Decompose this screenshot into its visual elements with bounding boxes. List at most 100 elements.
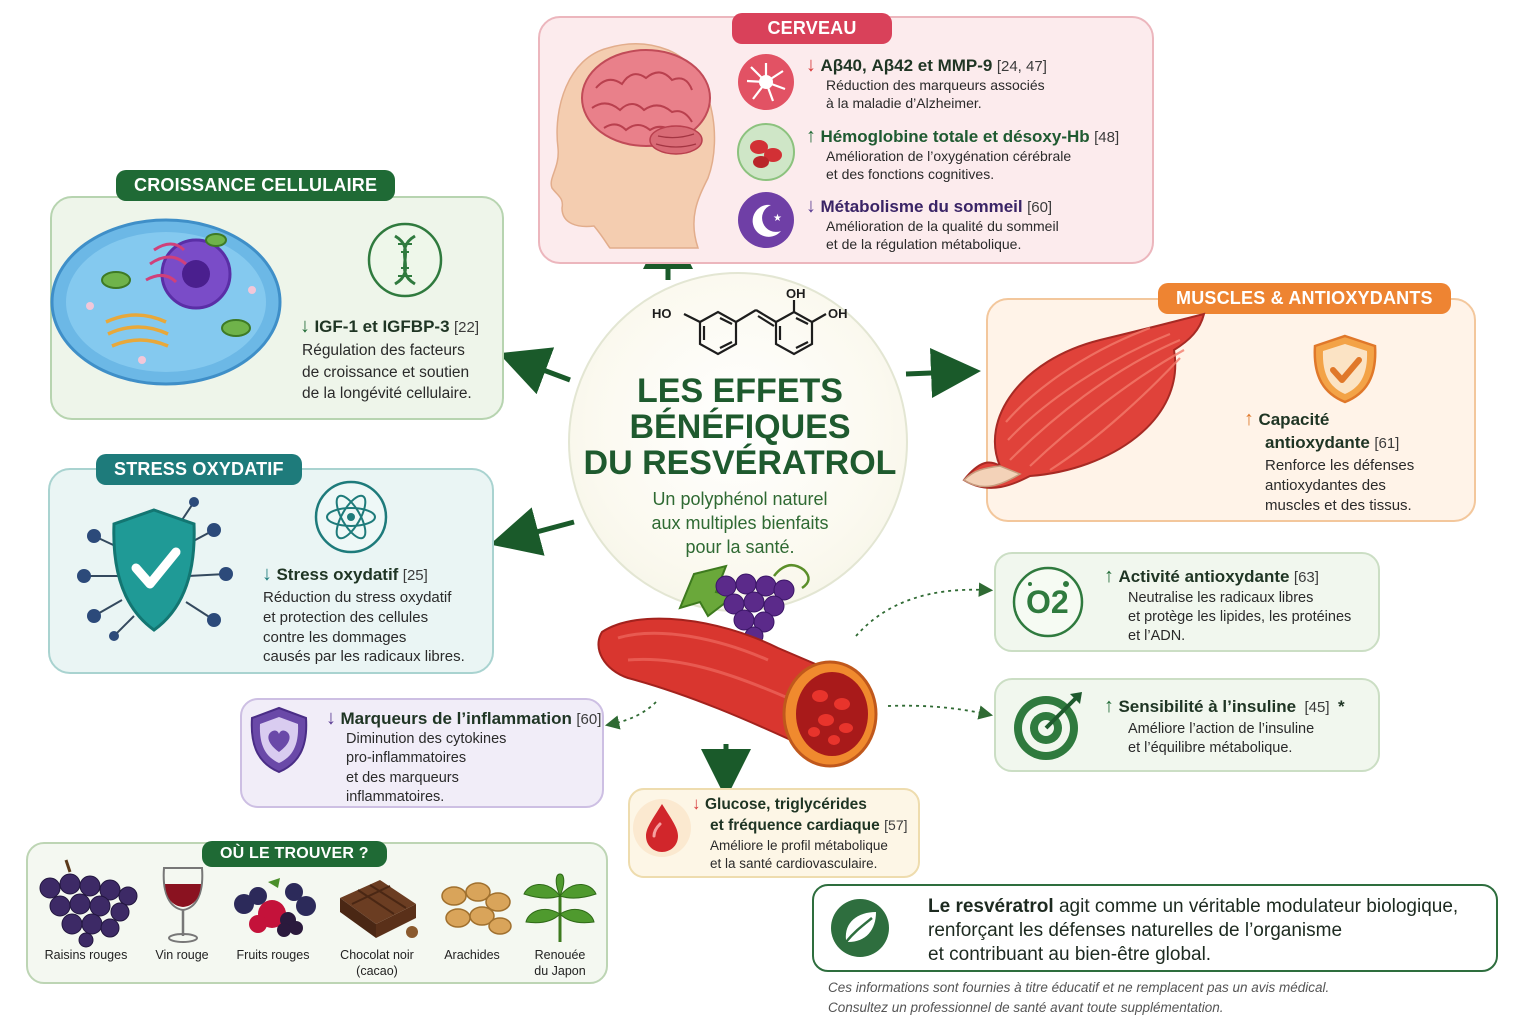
glucose-item-ref: [57] xyxy=(884,816,908,833)
summary-line-3: et contribuant au bien-être global. xyxy=(928,944,1212,966)
subtitle-line-3: pour la santé. xyxy=(685,537,795,557)
title-line-2: BÉNÉFIQUES xyxy=(629,408,851,446)
arrow-to-muscle xyxy=(905,348,981,398)
japanese-knotweed-icon xyxy=(523,873,597,942)
up-arrow-icon: ↑ xyxy=(1244,408,1254,430)
brain-item-1-desc: Réduction des marqueurs associés à la ma… xyxy=(826,77,1045,112)
food-label-knotweed: Renouée du Japon xyxy=(534,948,586,978)
antiox-item-desc: Neutralise les radicaux libres et protèg… xyxy=(1128,590,1352,644)
brain-tag: CERVEAU xyxy=(732,13,892,44)
chocolate-icon xyxy=(340,880,418,938)
chem-label-oh-top: OH xyxy=(786,286,806,301)
antiox-item: ↑ Activité antioxydante [63] xyxy=(1104,564,1319,588)
down-arrow-icon: ↓ xyxy=(692,794,701,813)
muscle-item-ref: [61] xyxy=(1374,435,1400,452)
shield-molecules-illustration xyxy=(77,497,233,641)
inflam-item-title: Marqueurs de l’inflammation xyxy=(340,709,572,728)
brain-item-1-title: Aβ40, Aβ42 et MMP-9 xyxy=(820,56,993,75)
inflam-item-ref: [60] xyxy=(576,711,602,728)
disclaimer-line-2: Consultez un professionnel de santé avan… xyxy=(828,999,1224,1015)
svg-text:★: ★ xyxy=(773,213,782,224)
insulin-item-desc: Améliore l’action de l’insuline et l’équ… xyxy=(1128,721,1315,756)
dotted-arrow-insulin xyxy=(887,704,994,720)
moon-icon: ★ xyxy=(738,192,794,248)
peanuts-icon xyxy=(441,882,512,935)
brain-item-3-ref: [60] xyxy=(1027,199,1053,216)
oxidative-stress-tag: STRESS OXYDATIF xyxy=(96,454,302,485)
growth-item: ↓ IGF-1 et IGFBP-3 [22] xyxy=(300,314,479,338)
down-arrow-icon: ↓ xyxy=(326,707,336,729)
brain-item-2-desc: Amélioration de l’oxygénation cérébrale … xyxy=(826,148,1072,183)
berries-icon xyxy=(234,878,316,937)
oxid-item-title: Stress oxydatif xyxy=(276,565,399,584)
up-arrow-icon: ↑ xyxy=(1104,565,1114,587)
up-arrow-icon: ↑ xyxy=(1104,695,1114,717)
brain-item-3: ↓ Métabolisme du sommeil [60] xyxy=(806,194,1052,218)
o2-icon-label: O2 xyxy=(1026,584,1069,620)
muscle-item-desc: Renforce les défenses antioxydantes des … xyxy=(1265,457,1415,514)
arrow-to-oxid xyxy=(489,507,575,556)
brain-item-1-ref: [24, 47] xyxy=(996,58,1047,75)
insulin-item-ref: [45] xyxy=(1304,699,1330,716)
glucose-item-desc: Améliore le profil métabolique et la san… xyxy=(710,838,888,871)
glucose-item-title-1: Glucose, triglycérides xyxy=(704,796,867,813)
o2-icon: O2 xyxy=(1012,566,1084,638)
subtitle-line-1: Un polyphénol naturel xyxy=(652,489,828,509)
muscle-item-title-2: antioxydante xyxy=(1265,433,1370,452)
chem-label-oh-right: OH xyxy=(828,306,848,321)
food-label-grapes: Raisins rouges xyxy=(44,948,128,962)
muscle-tag: MUSCLES & ANTIOXYDANTS xyxy=(1158,283,1451,314)
muscle-illustration xyxy=(962,312,1206,489)
muscle-item-title-1: Capacité xyxy=(1258,410,1330,429)
blood-drop-icon xyxy=(633,799,691,857)
red-blood-cells-icon xyxy=(737,123,795,181)
where-tag: OÙ LE TROUVER ? xyxy=(202,841,387,867)
antiox-item-ref: [63] xyxy=(1293,569,1319,586)
summary-text: Le resvératrol agit comme un véritable m… xyxy=(928,895,1458,967)
inflam-item-desc: Diminution des cytokines pro-inflammatoi… xyxy=(346,731,507,805)
grapes-illustration xyxy=(678,563,810,646)
title-line-3: DU RESVÉRATROL xyxy=(583,444,897,482)
insulin-item-star: * xyxy=(1338,697,1345,716)
disclaimer-line-1: Ces informations sont fournies à titre é… xyxy=(828,980,1330,995)
down-arrow-icon: ↓ xyxy=(300,315,310,337)
brain-item-1: ↓ Aβ40, Aβ42 et MMP-9 [24, 47] xyxy=(806,53,1047,77)
antiox-item-title: Activité antioxydante xyxy=(1118,567,1290,586)
leaf-icon xyxy=(831,899,889,957)
target-icon xyxy=(1014,692,1082,760)
up-arrow-icon: ↑ xyxy=(806,125,816,147)
chem-label-ho: HO xyxy=(652,306,672,321)
down-arrow-icon: ↓ xyxy=(806,54,816,76)
oxid-item-ref: [25] xyxy=(402,567,428,584)
grapes-food-icon xyxy=(39,859,138,948)
muscle-item: ↑ Capacité antioxydante [61] xyxy=(1244,407,1399,453)
food-label-chocolate: Chocolat noir (cacao) xyxy=(340,948,414,978)
resveratrol-molecule: HO OH OH xyxy=(652,286,848,356)
summary-bold: Le resvératrol xyxy=(928,896,1054,917)
brain-item-2-ref: [48] xyxy=(1094,129,1120,146)
summary-line-1: agit comme un véritable modulateur biolo… xyxy=(1053,896,1459,917)
brain-item-3-desc: Amélioration de la qualité du sommeil et… xyxy=(826,218,1059,253)
brain-head-illustration xyxy=(550,43,716,249)
brain-item-2: ↑ Hémoglobine totale et désoxy-Hb [48] xyxy=(806,124,1119,148)
dna-icon xyxy=(367,222,443,298)
growth-item-desc: Régulation des facteurs de croissance et… xyxy=(302,342,472,403)
food-label-peanuts: Arachides xyxy=(444,948,500,962)
insulin-item: ↑ Sensibilité à l’insuline [45] * xyxy=(1104,694,1345,718)
shield-heart-icon xyxy=(250,706,308,774)
title-line-1: LES EFFETS xyxy=(637,372,843,410)
growth-item-ref: [22] xyxy=(453,319,480,336)
subtitle-line-2: aux multiples bienfaits xyxy=(651,513,829,533)
down-arrow-icon: ↓ xyxy=(262,563,272,585)
insulin-item-title: Sensibilité à l’insuline xyxy=(1118,697,1297,716)
brain-item-3-title: Métabolisme du sommeil xyxy=(820,197,1023,216)
cell-illustration xyxy=(50,218,282,386)
brain-item-2-title: Hémoglobine totale et désoxy-Hb xyxy=(820,127,1090,146)
growth-item-title: IGF-1 et IGFBP-3 xyxy=(314,317,450,336)
neuron-icon xyxy=(738,54,794,110)
food-label-wine: Vin rouge xyxy=(155,948,209,962)
oxid-item: ↓ Stress oxydatif [25] xyxy=(262,562,428,586)
oxid-item-desc: Réduction du stress oxydatif et protecti… xyxy=(263,589,465,666)
food-label-berries: Fruits rouges xyxy=(236,948,310,962)
